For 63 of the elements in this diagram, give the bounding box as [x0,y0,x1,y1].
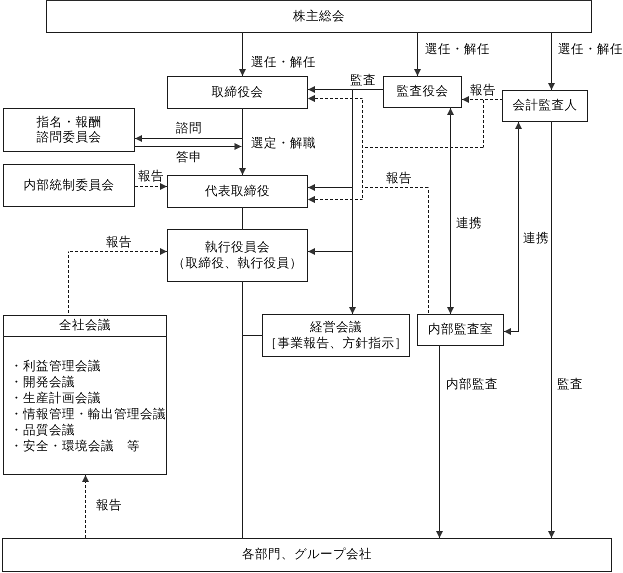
node-label: 各部門、グループ会社 [242,547,372,563]
node-label: 株主総会 [293,8,345,24]
org-box [167,175,308,208]
org-box [46,0,592,33]
edge-label: 諮問 [175,122,203,134]
org-box [167,76,308,109]
edge-label: 選任・解任 [557,43,623,56]
list-heading: 全社会議 [59,318,111,334]
org-box [3,108,135,152]
node-label: 内部統制委員会 [24,178,114,194]
edge-label: 監査 [556,378,584,390]
list-item: ・品質会議 [10,422,75,438]
edge-label: 選定・解職 [250,137,317,150]
node-label: 監査役会 [396,84,448,100]
list-item: ・開発会議 [10,374,75,390]
double-arrow [447,108,454,314]
org-box [167,229,308,282]
edge-label: 選任・解任 [250,56,317,68]
node-label: 指名・報酬諮問委員会 [36,114,102,146]
dashed-arrow [134,183,168,190]
org-box [262,314,410,357]
list-item: ・生産計画会議 [10,390,101,406]
arrow [414,32,421,76]
node-label: 経営会議 [310,320,362,336]
dashed-arrow [308,187,429,314]
edge-label: 選任・解任 [424,43,491,56]
edge-label: 報告 [469,84,497,96]
edge-label: 連携 [455,217,483,230]
org-box [383,76,462,108]
connector-line [242,282,243,538]
node-sublabel: （取締役、執行役員） [172,256,302,271]
arrow [548,122,555,538]
arrow [548,32,555,90]
node-label: 執行役員会 [205,240,270,256]
org-box [3,164,135,207]
edge-label: 報告 [385,172,413,184]
edge-label: 報告 [95,499,123,512]
arrow [436,346,443,538]
org-box [417,314,504,346]
dashed-arrow [68,248,168,316]
node-label: 内部監査室 [428,322,493,338]
dashed-arrow [82,474,89,538]
org-box [2,538,612,572]
meeting-list-box [3,315,167,475]
org-box [502,90,588,122]
connector-line [242,208,243,230]
edge-label: 内部監査 [445,378,499,390]
edge-label: 連携 [522,232,550,244]
arrow [349,89,384,314]
node-label: 代表取締役 [205,184,270,200]
list-item: ・安全・環境会議 等 [10,438,140,454]
list-item: ・情報管理・輸出管理会議 [10,406,166,422]
edge-label: 監査 [349,74,377,86]
edge-label: 報告 [105,236,133,248]
node-sublabel: ［事業報告、方針指示］ [264,336,408,351]
list-item: ・利益管理会議 [10,358,101,374]
node-label: 会計監査人 [512,98,578,114]
arrow [239,32,246,76]
double-arrow [504,122,522,335]
arrow [239,108,246,176]
edge-label: 報告 [137,170,165,182]
arrow [134,143,242,150]
node-label: 取締役会 [212,84,264,100]
